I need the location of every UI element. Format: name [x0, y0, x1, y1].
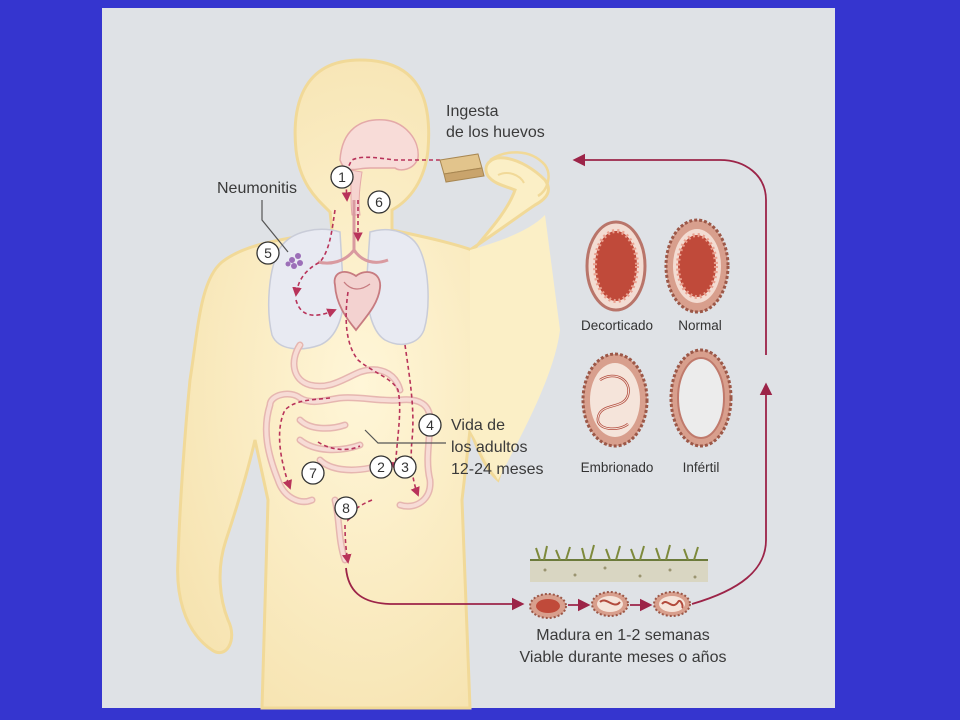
step-5: 5 — [256, 241, 280, 265]
return-arrow-upper — [572, 153, 767, 355]
egg-decorticado — [585, 220, 647, 312]
maturing-eggs — [529, 591, 691, 619]
step-6: 6 — [367, 190, 391, 214]
egg-normal — [664, 218, 730, 314]
step-number: 7 — [309, 465, 317, 481]
step-4: 4 — [418, 413, 442, 437]
egg-label-decorticado: Decorticado — [581, 318, 653, 333]
egg-label-embrionado: Embrionado — [581, 460, 654, 475]
step-number: 4 — [426, 417, 434, 433]
step-3: 3 — [393, 455, 417, 479]
pneumonitis-lesion — [285, 253, 303, 269]
egg-label-normal: Normal — [678, 318, 722, 333]
return-arrow-lower — [691, 382, 773, 605]
vida-label-1: Vida de — [451, 417, 505, 434]
ingesta-label-2: de los huevos — [446, 124, 545, 141]
egg-label-infertil: Infértil — [683, 460, 720, 475]
step-markers: 1 6 5 4 2 3 7 8 — [256, 165, 442, 520]
step-number: 5 — [264, 245, 272, 261]
ingesta-label-1: Ingesta — [446, 103, 499, 120]
ingested-eggs-icon — [439, 153, 485, 183]
feces-to-soil-arrow — [345, 567, 525, 611]
vida-label-2: los adultos — [451, 439, 528, 456]
viable-label: Viable durante meses o años — [520, 649, 727, 666]
egg-infertil — [669, 348, 733, 448]
step-7: 7 — [301, 461, 325, 485]
egg-types: Decorticado Normal Embrionado Infértil — [581, 218, 733, 475]
step-1: 1 — [330, 165, 354, 189]
step-number: 6 — [375, 194, 383, 210]
vida-leader — [364, 429, 446, 444]
step-8: 8 — [334, 496, 358, 520]
soil-strip — [530, 544, 708, 582]
step-number: 3 — [401, 459, 409, 475]
lungs — [268, 228, 429, 350]
egg-embrionado — [581, 352, 649, 448]
vida-label-3: 12-24 meses — [451, 461, 544, 478]
step-number: 8 — [342, 500, 350, 516]
madura-label: Madura en 1-2 semanas — [536, 627, 709, 644]
neumonitis-leader — [261, 200, 289, 253]
step-number: 1 — [338, 169, 346, 185]
step-2: 2 — [369, 455, 393, 479]
step-number: 2 — [377, 459, 385, 475]
neumonitis-label: Neumonitis — [217, 180, 297, 197]
